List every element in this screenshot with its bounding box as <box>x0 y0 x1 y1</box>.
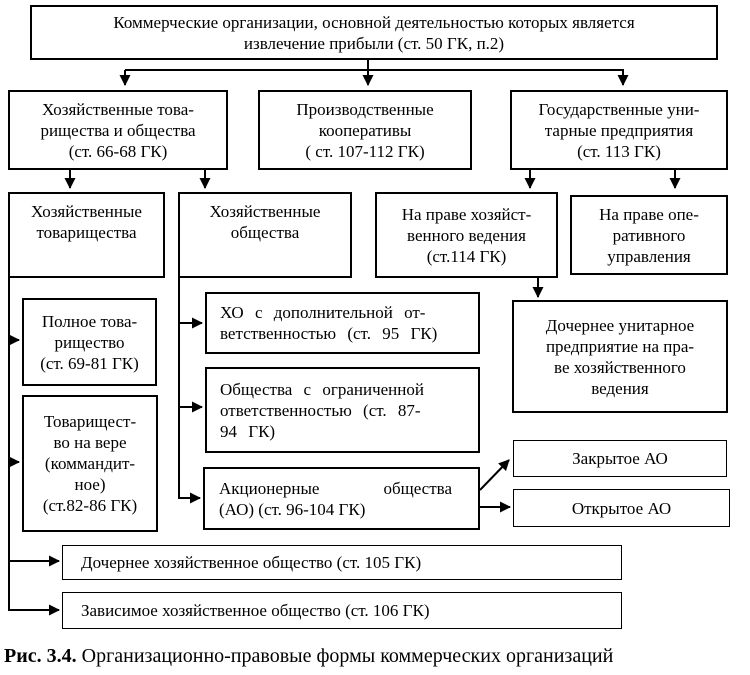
node-gos-unitarnye-predpriyatiya: Государственные уни- тарные предприятия … <box>510 90 728 170</box>
ao-title-line: Акционерные общества <box>219 478 452 499</box>
node-akcionernye-obshchestva: Акционерные общества (АО) (ст. 96-104 ГК… <box>203 467 480 530</box>
node-dochernee-unitarnoe: Дочернее унитарное предприятие на пра- в… <box>512 300 728 413</box>
node-khoz-tovarishchestva: Хозяйственные товарищества <box>8 192 165 278</box>
node-root: Коммерческие организации, основной деяте… <box>30 5 718 60</box>
node-proizvodstvennye-kooperativy: Производственные кооперативы ( ст. 107-1… <box>258 90 472 170</box>
node-dochernee-khoz-obshchestvo: Дочернее хозяйственное общество (ст. 105… <box>62 545 622 580</box>
figure-caption: Рис. 3.4. Организационно-правовые формы … <box>4 643 750 669</box>
figure-caption-number: Рис. 3.4. <box>4 645 77 667</box>
ao-word-right: общества <box>383 478 452 498</box>
node-zakrytoe-ao: Закрытое АО <box>513 440 727 477</box>
node-kho-dop-otvetstvennost: ХО с дополнительной от- ветственностью (… <box>205 292 480 354</box>
node-zavisimoe-khoz-obshchestvo: Зависимое хозяйственное общество (ст. 10… <box>62 592 622 629</box>
node-polnoe-tovarishchestvo: Полное това- рищество (ст. 69-81 ГК) <box>22 298 157 386</box>
ao-article-line: (АО) (ст. 96-104 ГК) <box>219 499 366 519</box>
node-pravo-khoz-vedeniya: На праве хозяйст- венного ведения (ст.11… <box>375 192 558 278</box>
node-khoz-tovarishchestva-i-obshchestva: Хозяйственные това- рищества и общества … <box>8 90 228 170</box>
node-otkrytoe-ao: Открытое АО <box>513 489 730 527</box>
node-tovarishchestvo-na-vere: Товарищест- во на вере (коммандит- ное) … <box>22 395 158 532</box>
ao-word-left: Акционерные <box>219 478 320 498</box>
figure-caption-text: Организационно-правовые формы коммерческ… <box>76 645 614 667</box>
node-ooo: Общества с ограниченной ответственностью… <box>205 367 480 453</box>
node-pravo-oper-upravleniya: На праве опе- ративного управления <box>570 195 728 275</box>
node-khoz-obshchestva: Хозяйственные общества <box>178 192 352 278</box>
